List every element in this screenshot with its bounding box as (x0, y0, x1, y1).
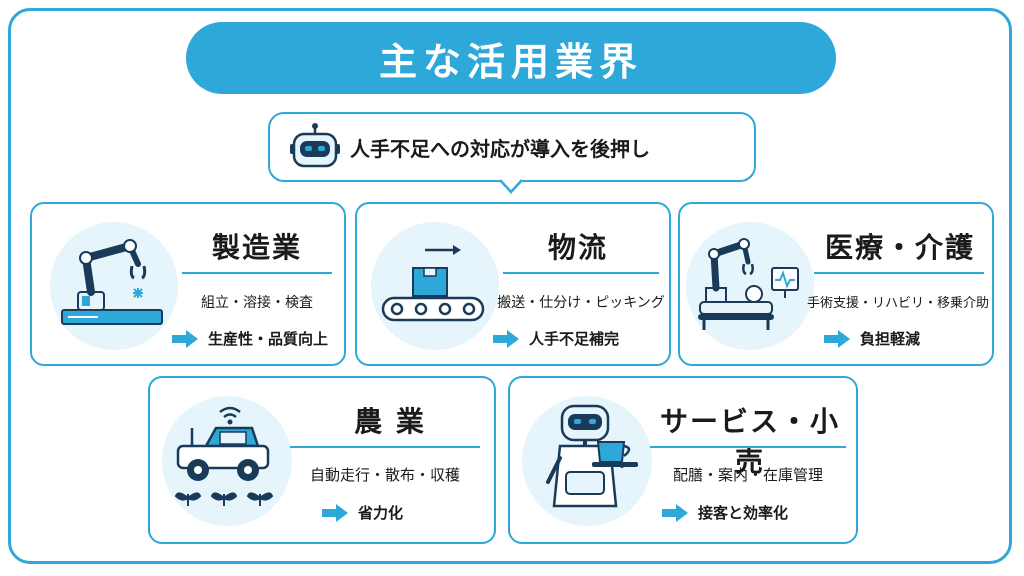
card-uses: 手術支援・リハビリ・移乗介助 (806, 296, 989, 311)
card-logistics: 物流 搬送・仕分け・ピッキング 人手不足補完 (355, 202, 671, 366)
robot-head-icon (290, 123, 340, 168)
result-text: 生産性・品質向上 (208, 330, 329, 348)
conveyor-belt-icon (381, 245, 485, 322)
result-text: 人手不足補完 (529, 330, 620, 348)
autonomous-tractor-icon (174, 406, 274, 506)
serving-robot-icon (546, 404, 638, 508)
arrow-right-icon (322, 503, 348, 522)
arrow-right-icon (662, 503, 688, 522)
arrow-right-icon (172, 329, 198, 348)
card-uses: 搬送・仕分け・ピッキング (497, 295, 665, 311)
divider (182, 272, 332, 274)
outer-frame (8, 8, 1012, 564)
card-medical-care: 医療・介護 手術支援・リハビリ・移乗介助 負担軽減 (678, 202, 994, 366)
card-agriculture: 農 業 自動走行・散布・収穫 省力化 (148, 376, 496, 544)
subtitle-text: 人手不足への対応が導入を後押し (350, 136, 650, 161)
divider (290, 446, 480, 448)
icon-circle (50, 222, 178, 350)
subtitle-box: 人手不足への対応が導入を後押し (268, 112, 756, 182)
card-result: 人手不足補完 (493, 328, 619, 349)
robot-arm-icon (61, 239, 163, 325)
divider (650, 446, 846, 448)
card-uses: 配膳・案内・在庫管理 (672, 466, 823, 484)
result-text: 接客と効率化 (698, 504, 789, 522)
card-uses: 組立・溶接・検査 (201, 295, 313, 311)
card-title: 物流 (547, 231, 608, 264)
speech-tail (500, 179, 522, 194)
card-result: 生産性・品質向上 (172, 328, 328, 349)
card-result: 省力化 (322, 502, 403, 523)
card-title: サービス・小売 (659, 405, 840, 478)
medical-robot-icon (698, 238, 799, 330)
card-title: 製造業 (211, 231, 302, 264)
card-uses: 自動走行・散布・収穫 (309, 466, 460, 484)
arrow-right-icon (493, 329, 519, 348)
divider (503, 272, 659, 274)
card-result: 負担軽減 (824, 328, 920, 349)
page-title: 主な活用業界 (186, 22, 836, 94)
result-text: 省力化 (358, 504, 404, 522)
card-title: 農 業 (354, 405, 426, 438)
card-manufacturing: 製造業 組立・溶接・検査 生産性・品質向上 (30, 202, 346, 366)
arrow-right-icon (824, 329, 850, 348)
card-result: 接客と効率化 (662, 502, 788, 523)
result-text: 負担軽減 (860, 330, 921, 348)
divider (814, 272, 984, 274)
card-title: 医療・介護 (824, 231, 975, 264)
card-service-retail: サービス・小売 配膳・案内・在庫管理 接客と効率化 (508, 376, 858, 544)
